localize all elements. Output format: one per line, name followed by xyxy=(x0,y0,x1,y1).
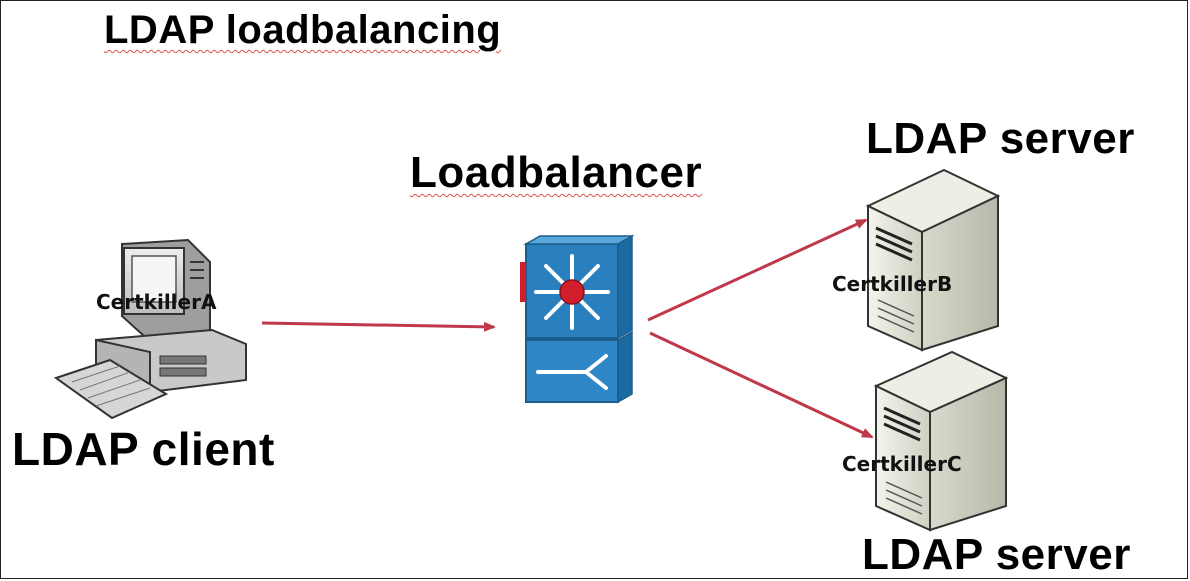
arrow-loadbalancer-to-server-b xyxy=(647,218,868,322)
loadbalancer-label: Loadbalancer xyxy=(410,148,702,198)
diagram-title: LDAP loadbalancing xyxy=(104,8,501,53)
workstation-icon xyxy=(53,238,247,420)
server-tower-icon xyxy=(873,350,1009,532)
arrow-client-to-loadbalancer xyxy=(261,321,496,332)
server-c-hostname: CertkillerC xyxy=(842,452,962,476)
client-hostname: CertkillerA xyxy=(96,290,217,314)
server-b-role-label: LDAP server xyxy=(866,114,1135,163)
title-text: LDAP loadbalancing xyxy=(104,8,502,52)
client-role-label: LDAP client xyxy=(12,423,275,475)
arrow-loadbalancer-to-server-c xyxy=(649,331,874,439)
multilayer-switch-icon xyxy=(520,234,635,404)
server-b-hostname: CertkillerB xyxy=(832,272,953,296)
server-tower-icon xyxy=(865,168,1001,352)
loadbalancer-label-text: Loadbalancer xyxy=(410,148,703,197)
server-c-role-label: LDAP server xyxy=(862,530,1131,579)
